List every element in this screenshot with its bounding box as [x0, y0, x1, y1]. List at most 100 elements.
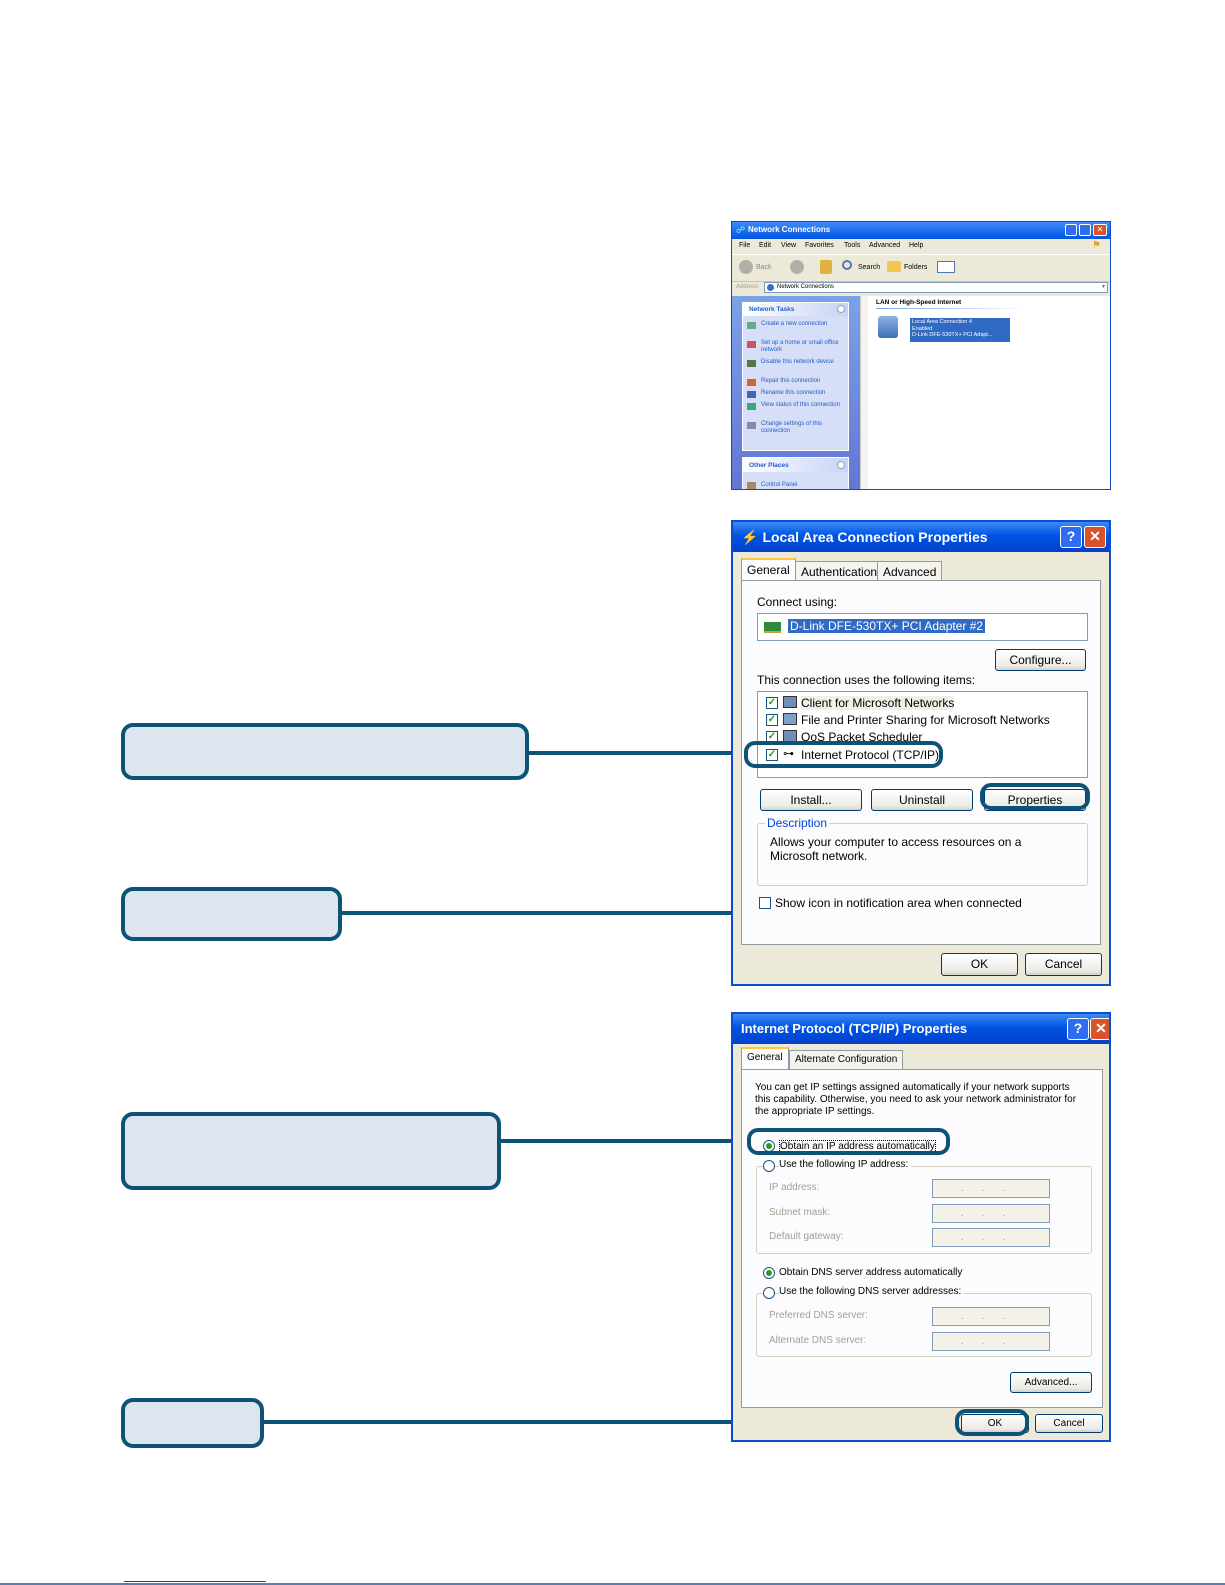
menu-view[interactable]: View [781, 242, 797, 249]
static-ip-group [756, 1166, 1092, 1254]
task-list: Create a new connection Set up a home or… [747, 321, 847, 440]
folders-icon[interactable] [887, 261, 901, 272]
properties-button[interactable]: Properties [984, 789, 1086, 811]
tab-alternate-configuration[interactable]: Alternate Configuration [789, 1050, 904, 1070]
dialog-title-bar: Internet Protocol (TCP/IP) Properties [733, 1014, 1109, 1044]
task-item[interactable]: Disable this network device [747, 359, 847, 378]
dialog-title: Internet Protocol (TCP/IP) Properties [741, 1021, 968, 1036]
up-folder-icon[interactable] [820, 260, 832, 274]
folders-label[interactable]: Folders [904, 264, 928, 271]
use-dns-radio[interactable] [763, 1287, 775, 1299]
address-value: Network Connections [777, 284, 835, 290]
gateway-field[interactable]: ... [932, 1228, 1050, 1247]
subnet-field[interactable]: ... [932, 1204, 1050, 1223]
collapse-icon[interactable] [837, 461, 845, 469]
use-ip-radio[interactable] [763, 1160, 775, 1172]
task-icon [747, 391, 756, 398]
tcpip-checkbox[interactable]: ✓ [766, 749, 778, 761]
configure-button[interactable]: Configure... [995, 649, 1086, 671]
other-places-header: Other Places [749, 462, 789, 469]
qos-checkbox[interactable]: ✓ [766, 731, 778, 743]
cancel-button[interactable]: Cancel [1025, 953, 1102, 976]
network-tasks-header: Network Tasks [749, 306, 795, 313]
toolbar: Back Search Folders [732, 254, 1110, 282]
task-panel: Network Tasks Create a new connection Se… [742, 302, 849, 451]
task-item[interactable]: Set up a home or small office network [747, 340, 847, 359]
menu-tools[interactable]: Tools [844, 242, 861, 249]
task-icon [747, 360, 756, 367]
highlight-ok-button [955, 1409, 1029, 1436]
left-pane-scrollbar[interactable] [860, 296, 868, 489]
footer-rule [0, 1583, 1225, 1585]
dialog-title: Local Area Connection Properties [762, 529, 988, 545]
close-button[interactable]: ✕ [1084, 526, 1106, 548]
title-bar [732, 222, 1110, 239]
forward-icon[interactable] [790, 260, 804, 274]
uninstall-button[interactable]: Uninstall [871, 789, 973, 811]
use-ip-label: Use the following IP address: [779, 1159, 912, 1170]
tab-general[interactable]: General [741, 558, 796, 581]
menu-edit[interactable]: Edit [759, 242, 772, 249]
help-button[interactable]: ? [1067, 1018, 1089, 1040]
menu-help[interactable]: Help [909, 242, 924, 249]
menu-advanced[interactable]: Advanced [869, 242, 901, 249]
ok-button[interactable]: OK [941, 953, 1018, 976]
client-checkbox[interactable]: ✓ [766, 697, 778, 709]
back-icon[interactable] [739, 260, 753, 274]
collapse-icon[interactable] [837, 305, 845, 313]
window-title: Network Connections [748, 225, 831, 234]
connector-line-tcpip [528, 751, 746, 755]
tab-advanced[interactable]: Advanced [877, 561, 943, 581]
tab-general[interactable]: General [741, 1047, 789, 1070]
advanced-button[interactable]: Advanced... [1010, 1372, 1092, 1393]
callout-box-ok [121, 1398, 264, 1448]
views-icon[interactable] [937, 261, 955, 273]
description-group [757, 823, 1088, 886]
obtain-dns-label: Obtain DNS server address automatically [779, 1267, 963, 1278]
task-icon [747, 403, 756, 410]
general-tab-panel: Connect using: D-Link DFE-530TX+ PCI Ada… [741, 580, 1101, 945]
other-places-header-bar [743, 458, 848, 472]
task-icon [747, 341, 756, 348]
ip-address-field[interactable]: ... [932, 1179, 1050, 1198]
maximize-button[interactable] [1079, 224, 1091, 236]
install-button[interactable]: Install... [760, 789, 862, 811]
task-item[interactable]: View status of this connection [747, 402, 847, 421]
cancel-button[interactable]: Cancel [1035, 1414, 1103, 1433]
highlight-properties-button [980, 783, 1090, 810]
close-button[interactable]: ✕ [1093, 224, 1107, 236]
windows-logo-icon: ⚑ [1092, 240, 1101, 251]
close-button[interactable]: ✕ [1090, 1018, 1109, 1040]
window-icon: ☍ [736, 225, 746, 235]
general-tab-panel: You can get IP settings assigned automat… [741, 1069, 1103, 1408]
alternate-dns-field[interactable]: ... [932, 1332, 1050, 1351]
task-item[interactable]: Rename this connection [747, 390, 847, 402]
ip-address-label: IP address: [769, 1182, 820, 1193]
show-icon-checkbox[interactable] [759, 897, 771, 909]
items-label: This connection uses the following items… [757, 673, 976, 687]
address-field[interactable]: Network Connections ▾ [764, 282, 1108, 293]
task-item[interactable]: Repair this connection [747, 378, 847, 390]
lan-connection-icon[interactable] [878, 316, 898, 338]
other-place-item[interactable]: Control Panel [761, 482, 798, 488]
menu-file[interactable]: File [739, 242, 751, 249]
tcpip-properties-dialog: Internet Protocol (TCP/IP) Properties ? … [731, 1012, 1111, 1442]
file-sharing-checkbox[interactable]: ✓ [766, 714, 778, 726]
other-places-panel: Other Places Control Panel [742, 457, 849, 489]
search-icon[interactable] [842, 260, 852, 270]
task-item[interactable]: Create a new connection [747, 321, 847, 340]
chevron-down-icon[interactable]: ▾ [1101, 284, 1105, 290]
minimize-button[interactable] [1065, 224, 1077, 236]
menu-favorites[interactable]: Favorites [805, 242, 834, 249]
connector-line-ok [263, 1420, 959, 1424]
items-list: ✓ Client for Microsoft Networks ✓ File a… [757, 691, 1088, 778]
address-label: Address [736, 284, 759, 290]
obtain-dns-radio[interactable] [763, 1267, 775, 1279]
preferred-dns-field[interactable]: ... [932, 1307, 1050, 1326]
highlight-tcpip-item [744, 741, 943, 768]
help-button[interactable]: ? [1060, 526, 1082, 548]
tab-authentication[interactable]: Authentication [795, 561, 884, 581]
task-item[interactable]: Change settings of this connection [747, 421, 847, 440]
search-label[interactable]: Search [858, 264, 881, 271]
connection-item[interactable]: Local Area Connection 4 Enabled D-Link D… [910, 318, 1010, 342]
